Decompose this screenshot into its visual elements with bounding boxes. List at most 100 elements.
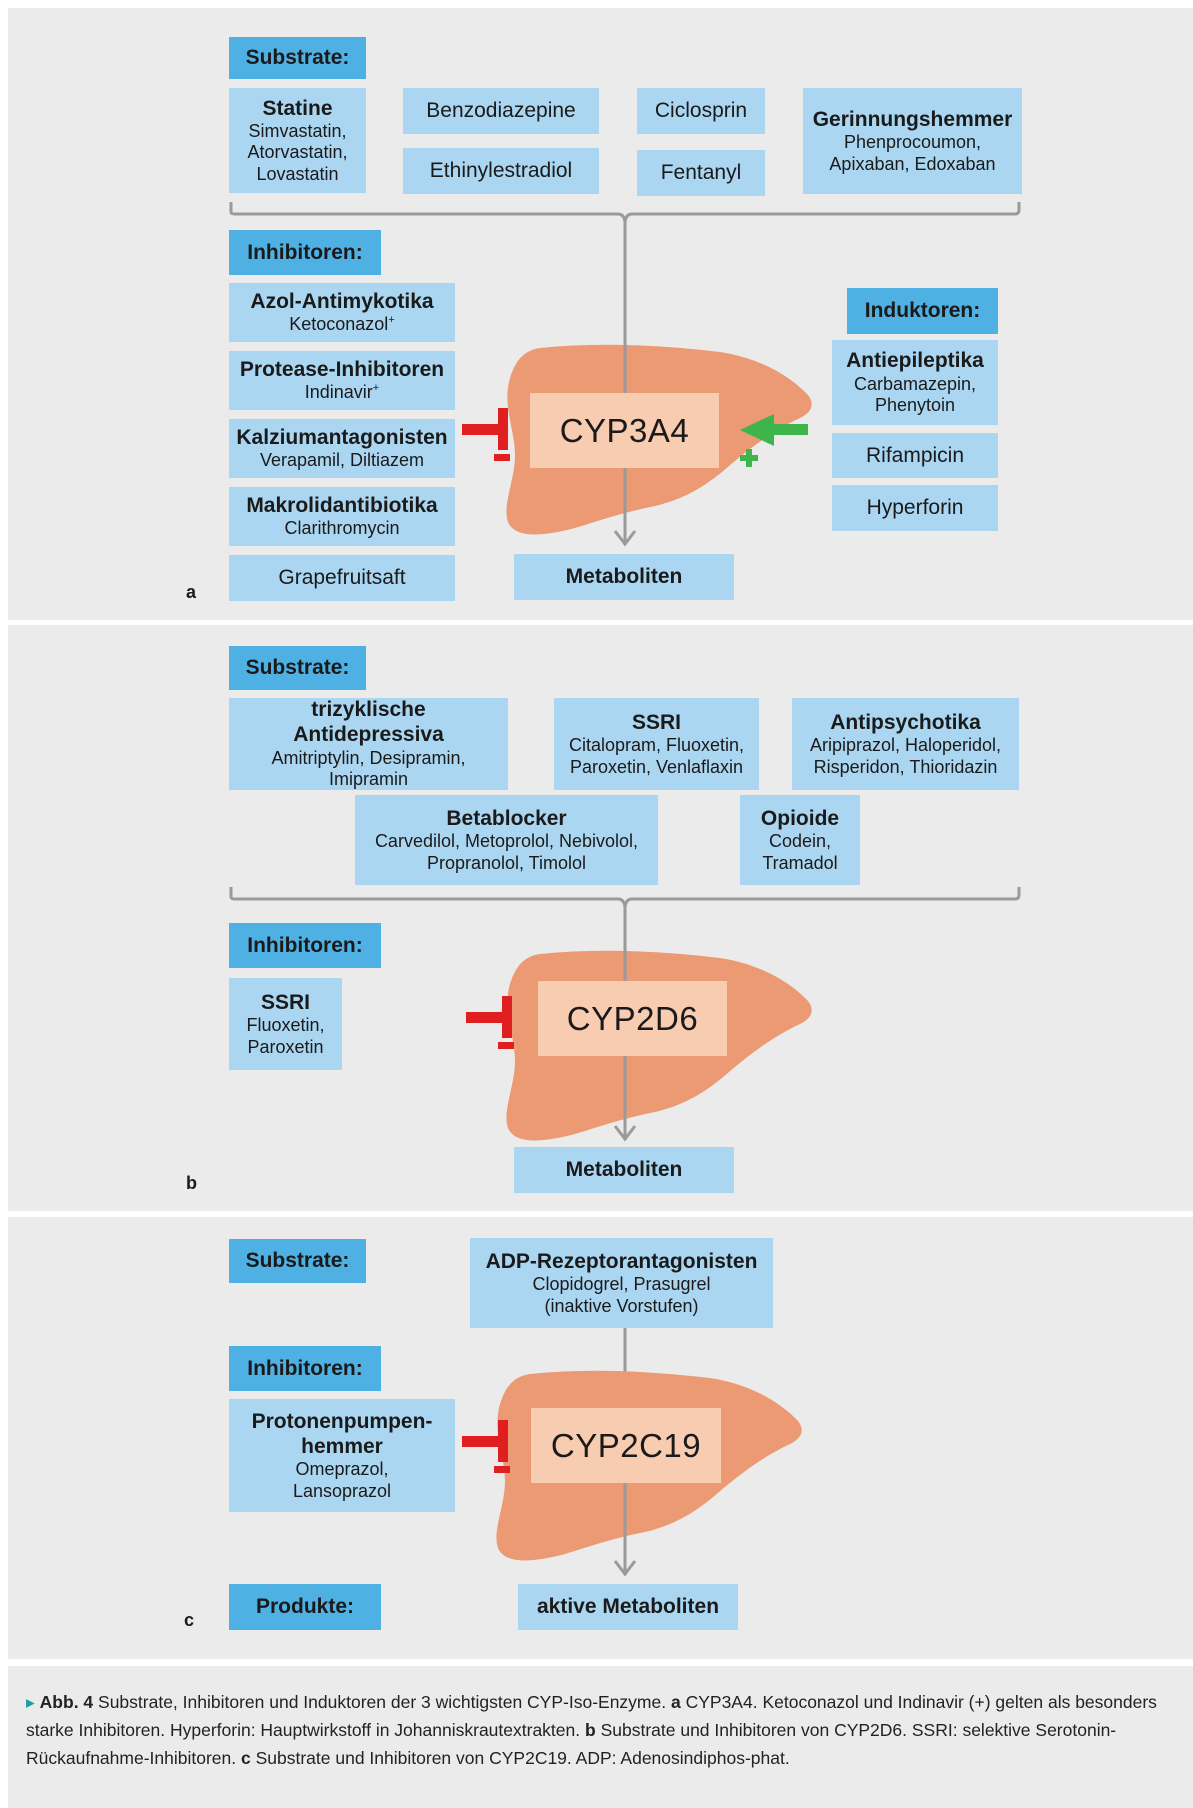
substrate-fentanyl: Fentanyl xyxy=(637,150,765,196)
box-title: Statine xyxy=(262,96,333,120)
substrate-opioide: Opioide Codein, Tramadol xyxy=(740,795,860,885)
strong-marker: + xyxy=(388,314,395,327)
box-label: Ethinylestradiol xyxy=(429,159,573,183)
box-line: Apixaban, Edoxaban xyxy=(829,153,996,174)
box-line: Clopidogrel, Prasugrel xyxy=(532,1274,711,1294)
caption-letter-c: c xyxy=(241,1748,251,1768)
substrate-betablocker: Betablocker Carvedilol, Metoprolol, Nebi… xyxy=(355,795,658,885)
box-label: Hyperforin xyxy=(866,496,964,520)
substrate-adp: ADP-Rezeptorantagonisten Clopidogrel, Pr… xyxy=(470,1238,773,1328)
box-line: Risperidon, Thioridazin xyxy=(813,756,998,777)
strong-marker: + xyxy=(372,382,380,395)
box-title: Antiepileptika xyxy=(846,349,984,373)
substrate-ethinylestradiol: Ethinylestradiol xyxy=(403,148,599,194)
box-line: Verapamil, Diltiazem xyxy=(259,450,425,471)
panel-letter-b: b xyxy=(186,1173,197,1193)
inhibitors-header-c: Inhibitoren: xyxy=(229,1346,381,1391)
panel-letter-a: a xyxy=(186,582,197,602)
box-line: Tramadol xyxy=(762,852,838,873)
box-line: Citalopram, Fluoxetin, xyxy=(568,735,745,755)
box-line: Phenytoin xyxy=(874,395,956,416)
box-line: Aripiprazol, Haloperidol, xyxy=(809,735,1002,755)
box-label: Benzodiazepine xyxy=(426,99,576,123)
box-line: Carbamazepin, xyxy=(853,373,977,394)
box-line: (inaktive Vorstufen) xyxy=(544,1295,699,1316)
inducer-rifampicin: Rifampicin xyxy=(832,433,998,478)
inhibitor-ssri: SSRI Fluoxetin, Paroxetin xyxy=(229,978,342,1070)
box-label: aktive Metaboliten xyxy=(536,1595,720,1619)
enzyme-cyp2c19: CYP2C19 xyxy=(531,1408,721,1483)
box-title: Kalziumantagonisten xyxy=(236,426,448,450)
box-title: hemmer xyxy=(301,1434,383,1458)
arrow-head-c xyxy=(613,1560,637,1577)
box-title: Protease-Inhibitoren xyxy=(239,358,445,382)
products-header-c: Produkte: xyxy=(229,1584,381,1630)
box-line: Lovastatin xyxy=(256,163,339,184)
drug-name: Ketoconazol xyxy=(289,314,389,335)
box-title: Azol-Antimykotika xyxy=(250,290,434,314)
substrate-statine: Statine Simvastatin, Atorvastatin, Lovas… xyxy=(229,88,366,193)
substrate-bracket-b xyxy=(229,887,1021,908)
caption-text: Substrate, Inhibitoren und Induktoren de… xyxy=(98,1692,667,1712)
box-title: Gerinnungshemmer xyxy=(812,107,1013,131)
box-line: Atorvastatin, xyxy=(247,142,348,163)
substrates-header-b: Substrate: xyxy=(229,646,366,690)
substrates-header-c: Substrate: xyxy=(229,1239,366,1283)
inhibit-symbol-b xyxy=(466,996,514,1049)
caption-letter-b: b xyxy=(585,1720,596,1740)
inducer-antiepileptika: Antiepileptika Carbamazepin, Phenytoin xyxy=(832,340,998,425)
inhibitors-header-b: Inhibitoren: xyxy=(229,923,381,968)
inhibitor-makrolid: Makrolidantibiotika Clarithromycin xyxy=(229,487,455,546)
substrate-ssri: SSRI Citalopram, Fluoxetin, Paroxetin, V… xyxy=(554,698,759,790)
box-line: Simvastatin, xyxy=(248,120,347,141)
box-title: Makrolidantibiotika xyxy=(246,494,438,518)
box-line: Ketoconazol+ xyxy=(289,314,395,336)
box-line: Codein, xyxy=(768,831,832,851)
box-label: Metaboliten xyxy=(565,565,683,589)
box-title: Protonenpumpen- xyxy=(251,1409,433,1433)
enzyme-cyp2d6: CYP2D6 xyxy=(538,981,727,1056)
substrate-trizyklisch: trizyklische Antidepressiva Amitriptylin… xyxy=(229,698,508,790)
box-line: Paroxetin xyxy=(247,1036,324,1057)
box-line: Indinavir+ xyxy=(305,382,379,404)
inhibitor-protease: Protease-Inhibitoren Indinavir+ xyxy=(229,351,455,410)
box-line: Omeprazol, xyxy=(295,1459,389,1480)
box-title: Antipsychotika xyxy=(830,710,981,734)
metabolites-a: Metaboliten xyxy=(514,554,734,600)
figure-caption: ▸ Abb. 4 Substrate, Inhibitoren und Indu… xyxy=(8,1666,1193,1808)
inhibitor-ppi: Protonenpumpen- hemmer Omeprazol, Lansop… xyxy=(229,1399,455,1512)
drug-name: Indinavir xyxy=(304,382,373,403)
arrow-head-a xyxy=(613,530,637,547)
caption-text-a: CYP3A4. Ketoconazol und Indinavir (+) ge… xyxy=(26,1692,1157,1740)
substrate-bracket-a xyxy=(229,202,1021,223)
box-line: Amitriptylin, Desipramin, xyxy=(271,747,466,768)
caption-text-b: Substrate und Inhibitoren von CYP2D6. SS… xyxy=(26,1720,1117,1768)
substrates-header-a: Substrate: xyxy=(229,37,366,79)
inhibitor-grapefruit: Grapefruitsaft xyxy=(229,555,455,601)
box-label: Grapefruitsaft xyxy=(278,566,406,590)
box-label: Fentanyl xyxy=(660,161,742,185)
box-label: Metaboliten xyxy=(565,1158,683,1182)
box-line: Lansoprazol xyxy=(292,1480,392,1501)
box-title: ADP-Rezeptorantagonisten xyxy=(485,1249,758,1273)
substrate-ciclosprin: Ciclosprin xyxy=(637,88,765,134)
caption-marker: ▸ xyxy=(26,1692,35,1712)
box-title: SSRI xyxy=(260,990,310,1014)
inhibit-symbol-a xyxy=(462,408,510,461)
box-title: Opioide xyxy=(760,806,840,830)
enzyme-cyp3a4: CYP3A4 xyxy=(530,393,719,468)
box-line: Paroxetin, Venlaflaxin xyxy=(569,756,744,777)
box-label: Ciclosprin xyxy=(654,99,748,123)
box-line: Carvedilol, Metoprolol, Nebivolol, xyxy=(374,831,639,851)
inhibit-symbol-c xyxy=(462,1420,510,1473)
box-title: Betablocker xyxy=(446,806,567,830)
inhibitor-kalzium: Kalziumantagonisten Verapamil, Diltiazem xyxy=(229,419,455,478)
metabolites-b: Metaboliten xyxy=(514,1147,734,1193)
inhibitor-azol: Azol-Antimykotika Ketoconazol+ xyxy=(229,283,455,342)
induce-arrow-a xyxy=(740,414,808,467)
box-line: Fluoxetin, xyxy=(246,1015,325,1035)
inhibitors-header-a: Inhibitoren: xyxy=(229,230,381,275)
box-label: Rifampicin xyxy=(865,443,965,467)
box-line: Clarithromycin xyxy=(284,518,400,539)
substrate-antipsychotika: Antipsychotika Aripiprazol, Haloperidol,… xyxy=(792,698,1019,790)
